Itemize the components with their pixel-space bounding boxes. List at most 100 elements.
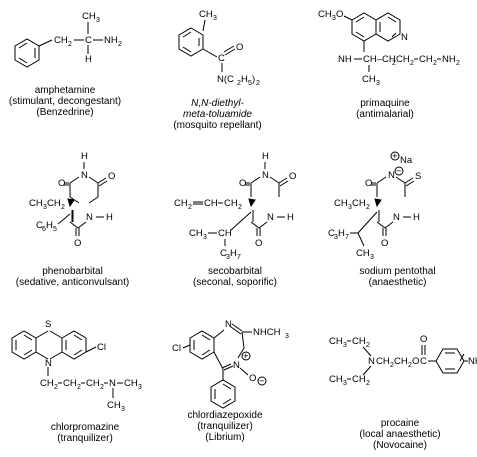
prim-ch3: CH bbox=[362, 74, 376, 85]
svg-text:H: H bbox=[413, 212, 420, 223]
svg-text:2: 2 bbox=[366, 342, 370, 349]
svg-text:NH: NH bbox=[468, 356, 477, 367]
svg-text:O: O bbox=[249, 373, 256, 384]
svg-text:3: 3 bbox=[348, 204, 352, 211]
svg-text:): ) bbox=[252, 74, 255, 85]
phenobarbital-caption: phenobarbital (sedative, anticonvulsant) bbox=[0, 266, 145, 288]
svg-text:2: 2 bbox=[390, 362, 394, 369]
svg-text:CH: CH bbox=[329, 336, 343, 347]
prim-chain: CH–CH bbox=[363, 54, 396, 65]
chlorpromazine-caption: chlorpromazine (tranquilizer) bbox=[30, 422, 140, 444]
svg-text:O: O bbox=[289, 171, 296, 182]
svg-text:CH: CH bbox=[218, 228, 232, 239]
deet-caption: N,N-diethyl- meta-toluamide (mosquito re… bbox=[160, 98, 275, 131]
svg-text:CH: CH bbox=[63, 378, 77, 389]
svg-text:C: C bbox=[36, 220, 43, 231]
svg-text:CH: CH bbox=[107, 400, 121, 411]
svg-text:H: H bbox=[230, 248, 237, 259]
pentothal-caption: sodium pentothal (anaesthetic) bbox=[345, 266, 450, 288]
svg-text:2: 2 bbox=[188, 204, 192, 211]
svg-text:N: N bbox=[388, 170, 395, 181]
svg-text:H: H bbox=[338, 228, 345, 239]
svg-text:2: 2 bbox=[392, 60, 396, 67]
amph-ch2: CH bbox=[54, 35, 68, 46]
compound-name: secobarbital bbox=[208, 266, 262, 277]
svg-text:CH: CH bbox=[189, 228, 203, 239]
svg-text:−: − bbox=[396, 166, 402, 177]
svg-text:O: O bbox=[255, 238, 262, 249]
svg-text:H: H bbox=[262, 151, 269, 162]
svg-text:3: 3 bbox=[213, 15, 217, 22]
procaine-caption: procaine (local anaesthetic) (Novocaine) bbox=[350, 418, 450, 451]
prim-nh2: NH bbox=[442, 54, 456, 65]
amph-h: H bbox=[85, 54, 92, 65]
svg-text:2: 2 bbox=[238, 204, 242, 211]
svg-text:Na: Na bbox=[400, 155, 413, 166]
compound-name: sodium pentothal bbox=[359, 266, 436, 277]
compound-name: amphetamine bbox=[34, 85, 96, 96]
svg-text:C: C bbox=[220, 248, 227, 259]
deet-n: N(C bbox=[217, 74, 234, 85]
svg-text:3: 3 bbox=[138, 384, 142, 391]
svg-text:O: O bbox=[74, 238, 81, 249]
compound-name: primaquine bbox=[360, 98, 410, 109]
svg-text:O: O bbox=[336, 9, 343, 20]
svg-text:2: 2 bbox=[68, 41, 72, 48]
secobarbital-structure: H N O O CH 2 CH CH 2 CH 3 CH C 3 H 7 bbox=[165, 150, 305, 265]
svg-text:H: H bbox=[106, 212, 113, 223]
svg-text:7: 7 bbox=[345, 234, 349, 241]
prim-n: N bbox=[401, 32, 408, 43]
svg-text:N: N bbox=[262, 170, 269, 181]
svg-text:N: N bbox=[393, 212, 400, 223]
prim-ch3o: CH bbox=[318, 9, 332, 20]
svg-text:CH: CH bbox=[352, 374, 366, 385]
chlorpromazine-structure: S N Cl CH 2 CH 2 CH 2 N CH 3 CH 3 bbox=[0, 318, 160, 423]
svg-text:N: N bbox=[267, 212, 274, 223]
svg-text:S: S bbox=[415, 171, 421, 182]
svg-text:CH: CH bbox=[352, 198, 366, 209]
svg-text:N: N bbox=[81, 170, 88, 181]
svg-text:3: 3 bbox=[203, 234, 207, 241]
svg-text:N: N bbox=[368, 356, 375, 367]
svg-text:CH: CH bbox=[40, 378, 54, 389]
svg-text:O: O bbox=[420, 334, 427, 345]
svg-text:3: 3 bbox=[285, 333, 289, 340]
svg-text:CH: CH bbox=[204, 198, 218, 209]
svg-text:3: 3 bbox=[343, 342, 347, 349]
svg-text:−: − bbox=[259, 376, 265, 387]
chlordiazepoxide-caption: chlordiazepoxide (tranquilizer) (Librium… bbox=[170, 410, 280, 443]
primaquine-structure: CH 3 O N NH CH–CH 2 CH 2 CH 2 NH 2 CH 3 bbox=[310, 0, 477, 110]
svg-text:2: 2 bbox=[54, 384, 58, 391]
svg-text:N: N bbox=[233, 360, 240, 371]
compound-name: procaine bbox=[380, 418, 420, 429]
compound-name: chlordiazepoxide bbox=[187, 410, 263, 421]
svg-text:+: + bbox=[392, 151, 398, 162]
chlordiazepoxide-structure: Cl N NHCH 3 N + O − bbox=[160, 318, 300, 423]
svg-text:2: 2 bbox=[456, 60, 460, 67]
svg-text:CH: CH bbox=[124, 378, 138, 389]
pentothal-structure: + Na − N O S CH 3 CH 2 C 3 H 7 CH 3 O N bbox=[320, 150, 470, 265]
phenobarbital-structure: H N O O CH 3 CH 2 C 6 H 5 O N H bbox=[20, 150, 140, 260]
svg-text:S: S bbox=[45, 319, 51, 330]
svg-text:Cl: Cl bbox=[172, 343, 181, 354]
svg-text:2: 2 bbox=[237, 80, 241, 87]
svg-text:C: C bbox=[328, 228, 335, 239]
svg-text:3: 3 bbox=[43, 204, 47, 211]
deet-structure: CH 3 C O N(C 2 H 5 ) 2 bbox=[165, 0, 275, 110]
svg-text:2: 2 bbox=[366, 380, 370, 387]
svg-text:2: 2 bbox=[408, 362, 412, 369]
primaquine-caption: primaquine (antimalarial) bbox=[340, 98, 430, 120]
svg-text:O: O bbox=[412, 356, 419, 367]
svg-text:CH: CH bbox=[47, 198, 61, 209]
svg-text:H: H bbox=[81, 151, 88, 162]
amphetamine-caption: amphetamine (stimulant, decongestant) (B… bbox=[0, 85, 130, 118]
svg-text:2: 2 bbox=[410, 60, 414, 67]
svg-text:2: 2 bbox=[118, 41, 122, 48]
svg-text:5: 5 bbox=[248, 80, 252, 87]
svg-text:2: 2 bbox=[366, 204, 370, 211]
svg-text:Cl: Cl bbox=[97, 342, 106, 353]
svg-text:CH: CH bbox=[29, 198, 43, 209]
svg-text:3: 3 bbox=[334, 234, 338, 241]
svg-text:CH: CH bbox=[86, 378, 100, 389]
svg-text:CH: CH bbox=[224, 198, 238, 209]
